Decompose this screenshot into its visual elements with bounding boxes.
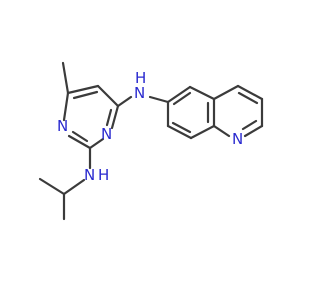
bond-q4 bbox=[189, 124, 216, 140]
bond-c2-n1-double bbox=[71, 130, 89, 143]
bond-c2-n1 bbox=[67, 134, 92, 150]
bond-q2 bbox=[188, 85, 216, 101]
atom-n-amine-top: N bbox=[134, 84, 145, 102]
bond-p4 bbox=[243, 124, 264, 138]
bond-p5 bbox=[212, 124, 231, 138]
bond-c6-c5 bbox=[66, 84, 100, 95]
molecule-diagram: N H N N N H N bbox=[38, 61, 264, 221]
bond-p2-double bbox=[237, 91, 259, 105]
bond-q5-double bbox=[171, 121, 192, 134]
atom-n-pyrimidine-left: N bbox=[57, 117, 68, 135]
bond-p4-double bbox=[241, 119, 258, 131]
bond-ch-me1 bbox=[38, 177, 66, 196]
bond-c4-nh bbox=[116, 95, 133, 108]
bond-nh-ch bbox=[62, 178, 86, 196]
bond-methyl bbox=[61, 61, 70, 95]
atom-h-amine-top: H bbox=[135, 69, 146, 87]
bond-c5-c4 bbox=[96, 84, 120, 108]
atom-n-quinoline: N bbox=[232, 130, 243, 148]
bond-n3-c2 bbox=[88, 137, 105, 150]
atom-n-amine-bottom: N bbox=[84, 166, 95, 184]
atom-n-pyrimidine-right: N bbox=[101, 125, 112, 143]
bond-c4-n3 bbox=[110, 104, 120, 130]
bond-c4-n3-double bbox=[105, 108, 113, 127]
bond-n1-c6 bbox=[62, 91, 70, 122]
bond-q1 bbox=[166, 85, 192, 104]
bond-c6-c5-double bbox=[72, 90, 99, 100]
bond-q1-double bbox=[172, 91, 192, 106]
bond-p1 bbox=[212, 84, 240, 101]
atom-h-amine-bottom: H bbox=[98, 166, 109, 184]
bond-q5 bbox=[166, 124, 193, 140]
bond-nh-quinoline bbox=[148, 95, 170, 104]
bond-p2 bbox=[236, 84, 264, 101]
structure-svg: N H N N N H N bbox=[38, 61, 264, 221]
